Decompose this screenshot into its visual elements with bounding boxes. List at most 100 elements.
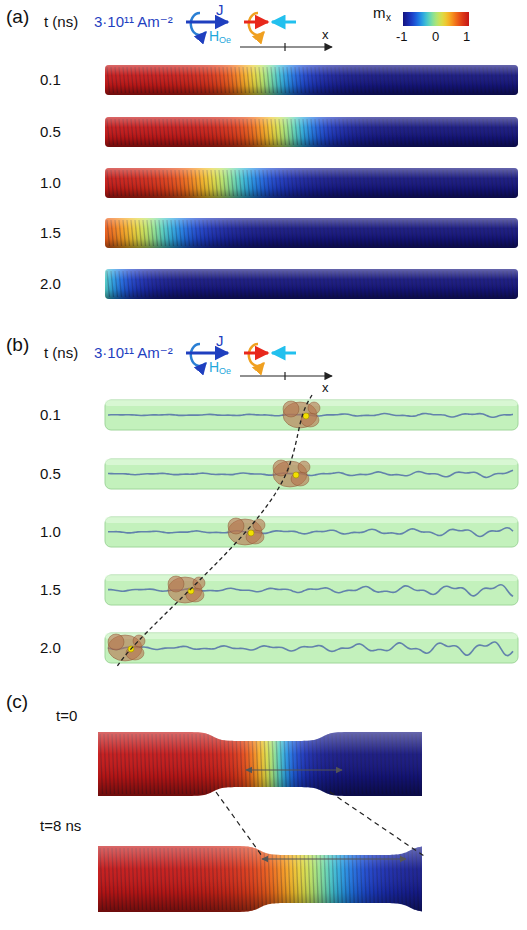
blob-lobe	[298, 461, 310, 473]
wire-shading	[105, 269, 518, 299]
blob-lobe	[301, 413, 319, 427]
field-label: H	[209, 360, 219, 374]
header-icons	[186, 344, 332, 380]
isosurface-tube	[105, 400, 518, 430]
width-arrow	[246, 769, 342, 770]
wire-shading	[105, 218, 518, 248]
tube-surface	[105, 517, 518, 547]
blob-lobe	[283, 401, 299, 417]
colorbar-tick: -1	[396, 30, 408, 43]
wire-shading	[105, 168, 518, 198]
tube-highlight	[105, 459, 518, 465]
x-axis-arrow	[240, 375, 332, 376]
time-label: 1.0	[40, 175, 61, 190]
magnetization-arrow	[244, 352, 268, 355]
tube-highlight	[105, 633, 518, 639]
time-label: 0.1	[40, 407, 61, 422]
notched-nanowire	[98, 846, 423, 912]
vortex-core-dot	[303, 413, 309, 419]
wire-body	[98, 846, 422, 912]
wire-body	[105, 117, 518, 147]
wire-shading	[98, 846, 422, 912]
notched-nanowire	[98, 732, 423, 796]
time-label: 0.5	[40, 466, 61, 481]
circulation-arrow	[191, 344, 206, 366]
isosurface-tube	[105, 517, 518, 547]
circulation-arrow	[249, 344, 264, 366]
blob-lobe	[273, 460, 289, 476]
time-label: t=8 ns	[40, 818, 81, 833]
field-label: H	[209, 29, 219, 43]
blob-lobe	[126, 646, 144, 660]
nanowire	[105, 218, 518, 248]
colorbar-tick: 1	[463, 30, 470, 43]
blob-lobe	[246, 530, 264, 544]
time-label: 1.0	[40, 524, 61, 539]
isosurface-tube	[105, 633, 518, 663]
domain-wall-blob	[228, 518, 265, 545]
vortex-core-dot	[293, 472, 299, 478]
time-label: 2.0	[40, 276, 61, 291]
blob-lobe	[133, 635, 145, 647]
wire-body	[105, 65, 518, 95]
tube-surface	[105, 575, 518, 605]
tube-surface	[105, 633, 518, 663]
wire-body	[105, 168, 518, 198]
field-subscript: Oe	[219, 36, 231, 45]
nanowire	[105, 168, 518, 198]
domain-wall-blob	[108, 634, 145, 661]
field-arrow	[272, 352, 296, 355]
core-line	[108, 470, 513, 477]
blob-lobe	[193, 577, 205, 589]
circulation-arrow	[249, 13, 264, 35]
tube-surface	[105, 400, 518, 430]
tube-highlight	[105, 575, 518, 581]
isosurface-tube	[105, 459, 518, 489]
x-axis-arrow	[240, 46, 332, 47]
time-label: 0.5	[40, 124, 61, 139]
domain-wall-blob	[283, 401, 320, 428]
blob-lobe	[186, 588, 204, 602]
axis-tick	[284, 43, 285, 51]
guide-dashed-line	[330, 792, 424, 856]
width-arrow	[262, 858, 406, 859]
tube-surface	[105, 459, 518, 489]
nanowire	[105, 269, 518, 299]
tube-highlight	[105, 517, 518, 523]
current-density: 3·10¹¹ Am⁻²	[94, 14, 173, 29]
core-line	[108, 642, 513, 656]
wire-body	[98, 732, 422, 796]
wire-body	[105, 218, 518, 248]
time-label: t=0	[56, 708, 77, 723]
panel-label: (c)	[6, 692, 28, 711]
current-arrow	[186, 21, 228, 24]
blob-lobe	[168, 576, 184, 592]
magnetization-label: m	[373, 5, 386, 20]
wire-shading	[105, 117, 518, 147]
field-arrow	[272, 21, 296, 24]
header-icons	[186, 12, 469, 51]
time-label: 2.0	[40, 640, 61, 655]
wire-shading	[98, 732, 422, 796]
axis-label: t (ns)	[44, 14, 78, 29]
trajectory-line	[116, 395, 312, 668]
colorbar-tick: 0	[432, 30, 439, 43]
time-label: 1.5	[40, 225, 61, 240]
nanowire	[105, 117, 518, 147]
time-label: 0.1	[40, 72, 61, 87]
blob-lobe	[308, 402, 320, 414]
axis-x-label: x	[322, 28, 329, 41]
domain-wall-blob	[168, 576, 205, 603]
time-label: 1.5	[40, 582, 61, 597]
blob-lobe	[228, 518, 244, 534]
blob-lobe	[291, 472, 309, 486]
axis-tick	[284, 372, 285, 380]
current-density: 3·10¹¹ Am⁻²	[94, 345, 173, 360]
current-label: J	[216, 2, 224, 17]
nanowire	[105, 65, 518, 95]
circulation-arrow	[191, 13, 206, 35]
axis-label: t (ns)	[44, 345, 78, 360]
panel-label: (a)	[6, 7, 29, 26]
